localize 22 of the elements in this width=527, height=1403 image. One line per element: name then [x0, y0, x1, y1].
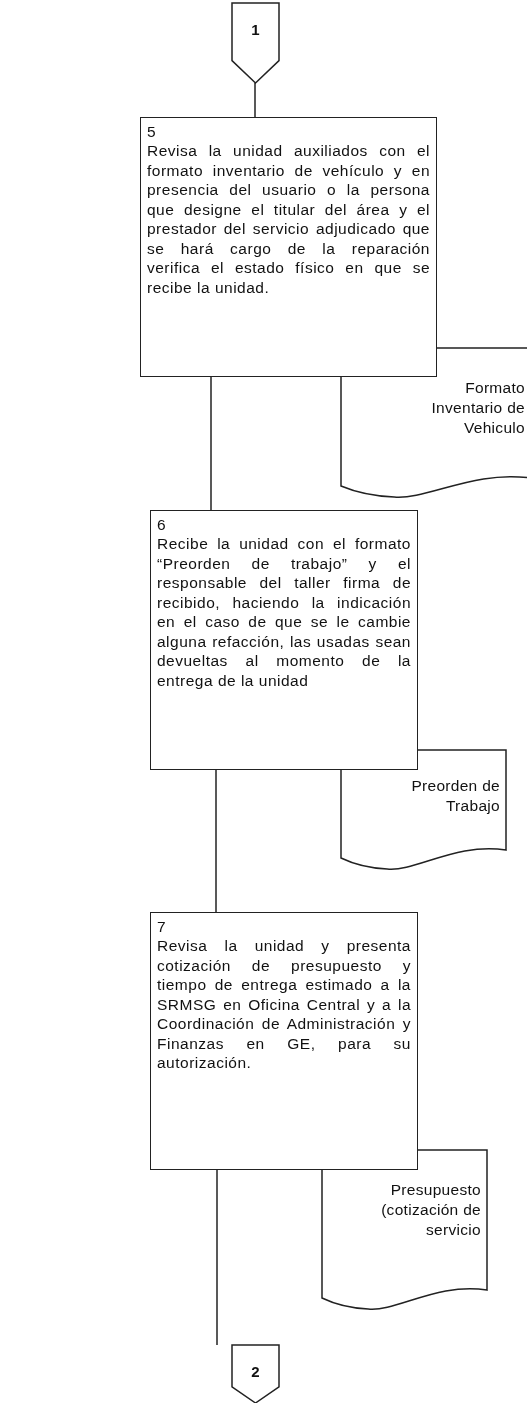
off-page-connector: [232, 1345, 279, 1403]
process-box: [150, 510, 418, 770]
connector-line: [254, 82, 256, 118]
connector-number: 2: [250, 1363, 261, 1380]
connector-number: 1: [250, 21, 261, 38]
process-box: [150, 912, 418, 1170]
document-shape: [341, 750, 506, 870]
connector-line: [210, 376, 212, 511]
step-number: 7: [157, 917, 167, 936]
connector-line: [215, 769, 217, 913]
step-description: Revisa la unidad y presenta cotización de presupuesto y tiempo de entrega estimado a la SRMSG en Oficina Central y a la Coordinación de Administración y Finanzas en GE, para su autorización.: [157, 936, 411, 1073]
step-number: 6: [157, 515, 167, 534]
document-label: Preorden de Trabajo: [410, 776, 500, 816]
step-number: 5: [147, 122, 157, 141]
step-description: Recibe la unidad con el formato “Preorden de trabajo” y el responsable del taller firma de recibido, haciendo la indicación en el caso de que se le cambie alguna refacción, las usadas sean devueltas al momento de la entrega de la unidad: [157, 534, 411, 690]
document-label: Formato Inventario de Vehiculo: [430, 378, 525, 438]
process-box: [140, 117, 437, 377]
document-label: Presupuesto (cotización de servicio: [380, 1180, 481, 1240]
step-description: Revisa la unidad auxiliados con el formato inventario de vehículo y en presencia del usuario o la persona que designe el titular del área y el prestador del servicio adjudicado que se hará cargo de la reparación verifica el estado físico en que se recibe la unidad.: [147, 141, 430, 297]
connector-line: [216, 1169, 218, 1346]
document-shape: [322, 1150, 487, 1310]
off-page-connector: [232, 3, 279, 83]
